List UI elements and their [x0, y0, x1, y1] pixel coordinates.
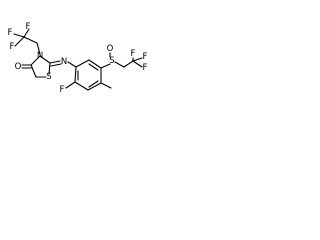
- bond-ar3-ar4: [87, 82, 102, 91]
- bond-cf3a-ch2: [23, 36, 38, 44]
- atom-f-cf3a-3: F: [26, 22, 31, 32]
- bond-imineN-ring: [67, 61, 77, 68]
- bond-cf3a-f3: [23, 28, 30, 38]
- bond-cf3a-f2: [14, 36, 25, 47]
- bond-layer: [13, 28, 143, 91]
- bond-c2-imineN-1: [49, 60, 61, 64]
- bond-ar-inner-2: [88, 80, 99, 88]
- bond-ar4-methyl: [100, 82, 112, 89]
- bond-ch2-cf3b: [123, 60, 134, 68]
- bond-cf3b-f2: [132, 57, 143, 62]
- atom-f-cf3b-1: F: [143, 63, 148, 73]
- atom-f-cf3b-3: F: [131, 49, 136, 59]
- bond-ch2-ringN: [36, 42, 41, 55]
- atom-ring-s: S: [46, 72, 51, 82]
- bond-c2-imineN-2: [50, 63, 62, 67]
- bond-ar1-ar2: [74, 66, 77, 83]
- bond-ar5-ar6: [88, 59, 102, 69]
- bond-cf3a-f1: [13, 33, 25, 38]
- bond-ar5-s: [100, 63, 111, 69]
- atom-imine-n: N: [61, 57, 67, 67]
- bond-ringN-c2: [39, 55, 51, 64]
- atom-f-cf3a-1: F: [8, 28, 13, 38]
- atom-aryl-f: F: [60, 85, 65, 95]
- bond-cf3b-f1: [132, 60, 143, 68]
- atom-f-cf3b-2: F: [143, 52, 148, 62]
- chemical-structure: F F F N O S N F S O F F F: [8, 22, 148, 95]
- atom-f-cf3a-2: F: [10, 42, 15, 52]
- bond-ringN-c4: [30, 55, 41, 66]
- atom-ring-n: N: [37, 51, 43, 61]
- atom-sulfoxide-s: S: [109, 56, 114, 66]
- bond-c4-c5: [30, 64, 37, 78]
- bond-ringS-c2: [48, 62, 51, 75]
- bond-ar-inner-3: [88, 63, 99, 71]
- atom-label-layer: F F F N O S N F S O F F F: [8, 22, 148, 95]
- atom-carbonyl-o: O: [15, 62, 22, 72]
- bond-ar2-ar3: [74, 81, 89, 91]
- atom-sulfoxide-o: O: [107, 44, 114, 54]
- bond-ar6-ar1: [75, 59, 90, 68]
- bond-s-ch2: [114, 61, 125, 68]
- bond-ar2-f: [65, 81, 76, 89]
